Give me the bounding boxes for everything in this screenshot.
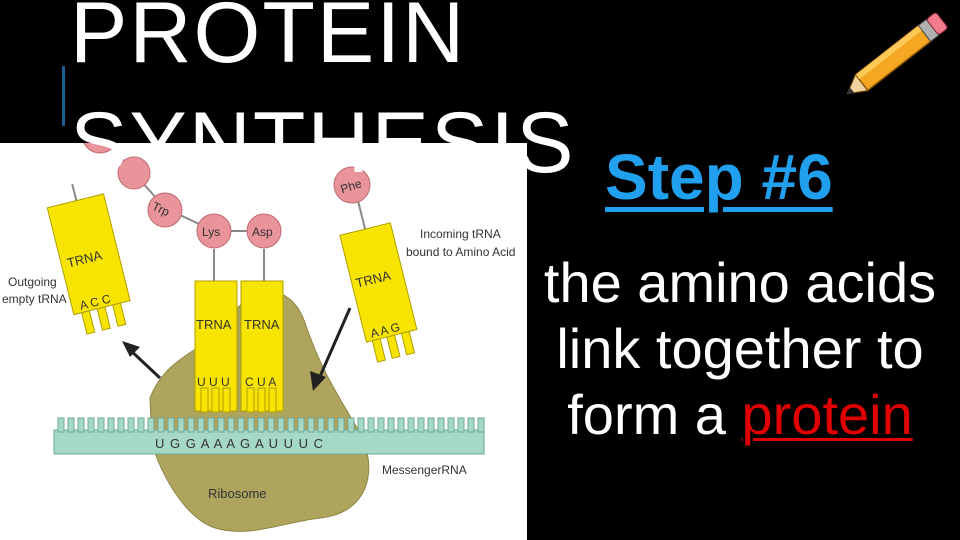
- protein-highlight: protein: [741, 383, 913, 447]
- lys-anticodon: U U U: [197, 375, 230, 389]
- incoming-arrow: [316, 307, 352, 382]
- mrna-tooth: [377, 417, 385, 433]
- amino-trp-label: Trp: [150, 199, 172, 219]
- mrna-tooth: [347, 417, 355, 433]
- mrna-tooth: [387, 417, 395, 433]
- mrna-tooth: [277, 417, 285, 433]
- mrna-sequence: U G G A A A G A U U U C: [155, 436, 324, 451]
- mrna-tooth: [447, 417, 455, 433]
- asp-anticodon: C U A: [245, 375, 276, 389]
- amino-acid-lys: [196, 213, 232, 249]
- amino-acid-top: [83, 143, 117, 154]
- mrna-tooth: [207, 417, 215, 433]
- diagram-svg: Ribosome U G G A A A G A U U U C Messeng…: [2, 143, 515, 532]
- mrna-tooth: [327, 417, 335, 433]
- outgoing-label-line2: empty tRNA: [2, 292, 67, 306]
- amino-acid-chain: [117, 156, 151, 190]
- mrna-tooth: [227, 417, 235, 433]
- mrna-tooth: [167, 417, 175, 433]
- mrna-tooth: [157, 417, 165, 433]
- mrna-tooth: [427, 417, 435, 433]
- mrna-tooth: [197, 417, 205, 433]
- mrna-tooth: [237, 417, 245, 433]
- mrna-tooth: [477, 417, 485, 433]
- mrna-tooth: [257, 417, 265, 433]
- mrna-tooth: [397, 417, 405, 433]
- title-accent-bar: [62, 66, 65, 126]
- amino-phe-label: Phe: [339, 176, 364, 196]
- amino-asp-label: Asp: [252, 225, 273, 239]
- mrna-tooth: [357, 417, 365, 433]
- mrna-tooth: [417, 417, 425, 433]
- mrna-tooth: [77, 417, 85, 433]
- mrna-tooth: [67, 417, 75, 433]
- amino-acid-asp: [246, 213, 282, 249]
- mrna-strand: [53, 429, 485, 455]
- mrna-tooth: [437, 417, 445, 433]
- mrna-tooth: [367, 417, 375, 433]
- lys-trna-label: TRNA: [196, 317, 232, 332]
- mrna-tooth: [127, 417, 135, 433]
- mrna-tooth: [407, 417, 415, 433]
- amino-acid-phe: [333, 166, 371, 204]
- mrna-tooth: [337, 417, 345, 433]
- mrna-tooth: [107, 417, 115, 433]
- mrna-tooth: [297, 417, 305, 433]
- amino-acid-trp: [147, 192, 183, 228]
- incoming-label-line2: bound to Amino Acid: [406, 245, 515, 259]
- asp-trna-label: TRNA: [244, 317, 280, 332]
- messenger-rna-label: MessengerRNA: [382, 463, 467, 477]
- mrna-tooth: [317, 417, 325, 433]
- mrna-tooth: [247, 417, 255, 433]
- mrna-tooth: [467, 417, 475, 433]
- step-description: the amino acids link together to form a …: [520, 250, 960, 448]
- mrna-tooth: [57, 417, 65, 433]
- step-title: Step #6: [605, 141, 833, 213]
- ribosome-label: Ribosome: [208, 486, 267, 501]
- mrna-tooth: [137, 417, 145, 433]
- protein-synthesis-diagram: Ribosome U G G A A A G A U U U C Messeng…: [0, 143, 527, 540]
- mrna-tooth: [97, 417, 105, 433]
- mrna-tooth: [217, 417, 225, 433]
- slide-title-line1: PROTEIN: [70, 0, 467, 81]
- mrna-teeth: [57, 417, 485, 433]
- mrna-tooth: [117, 417, 125, 433]
- mrna-tooth: [187, 417, 195, 433]
- mrna-tooth: [87, 417, 95, 433]
- amino-lys-label: Lys: [202, 225, 220, 239]
- mrna-tooth: [307, 417, 315, 433]
- mrna-tooth: [177, 417, 185, 433]
- mrna-tooth: [267, 417, 275, 433]
- mrna-tooth: [147, 417, 155, 433]
- incoming-label-line1: Incoming tRNA: [420, 227, 501, 241]
- mrna-tooth: [457, 417, 465, 433]
- step-description-text: the amino acids link together to form a: [543, 251, 937, 447]
- outgoing-label-line1: Outgoing: [8, 275, 57, 289]
- pencil-icon: [832, 10, 960, 100]
- mrna-tooth: [287, 417, 295, 433]
- slide-title-line2: SYNTHESIS: [70, 95, 576, 191]
